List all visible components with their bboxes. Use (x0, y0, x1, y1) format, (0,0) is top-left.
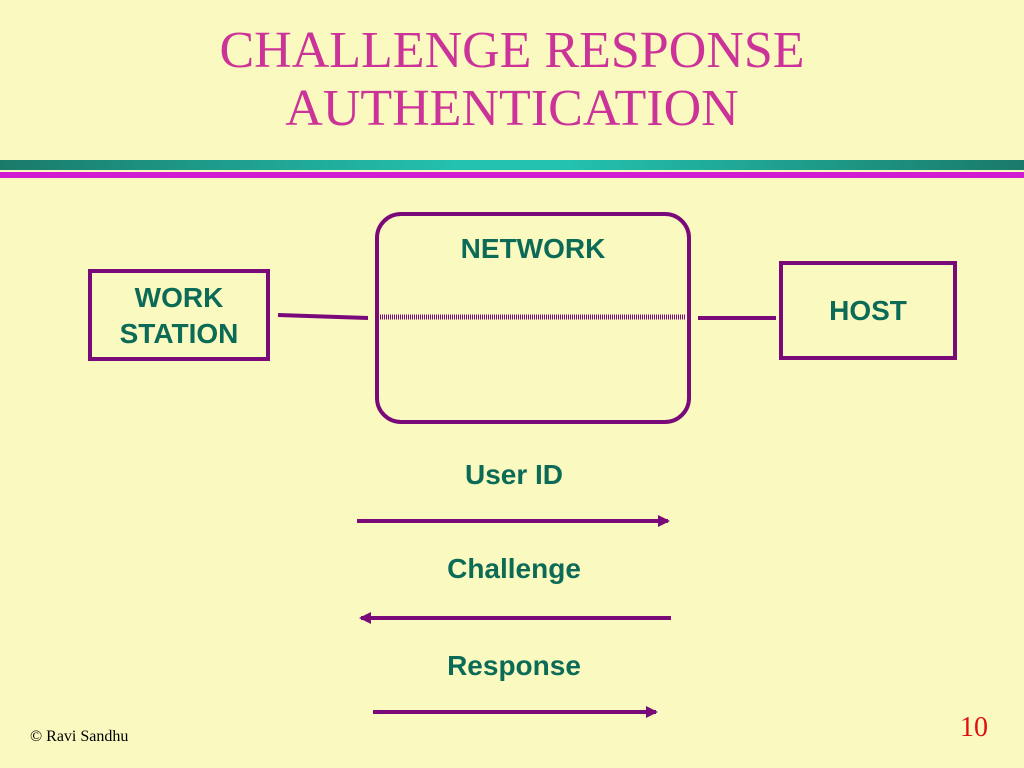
workstation-label-line2: STATION (119, 318, 239, 349)
copyright-footer: © Ravi Sandhu (30, 728, 129, 745)
user-id-label: User ID (464, 459, 564, 490)
page-number: 10 (960, 712, 988, 743)
slide-title-line1: CHALLENGE RESPONSE (219, 22, 805, 79)
workstation-label-line1: WORK (134, 282, 224, 313)
response-label: Response (447, 650, 581, 681)
slide-title: CHALLENGE RESPONSE AUTHENTICATION (0, 22, 1024, 138)
host-box (779, 261, 957, 360)
challenge-label: Challenge (447, 553, 581, 584)
network-box (375, 212, 691, 424)
title-divider-magenta (0, 172, 1024, 178)
title-divider-teal (0, 160, 1024, 170)
workstation-box (88, 269, 270, 361)
workstation-label: WORK STATION (90, 280, 268, 352)
workstation-connection (277, 313, 369, 320)
network-label: NETWORK (460, 233, 606, 264)
slide-title-line2: AUTHENTICATION (285, 80, 739, 137)
host-label: HOST (829, 295, 907, 326)
